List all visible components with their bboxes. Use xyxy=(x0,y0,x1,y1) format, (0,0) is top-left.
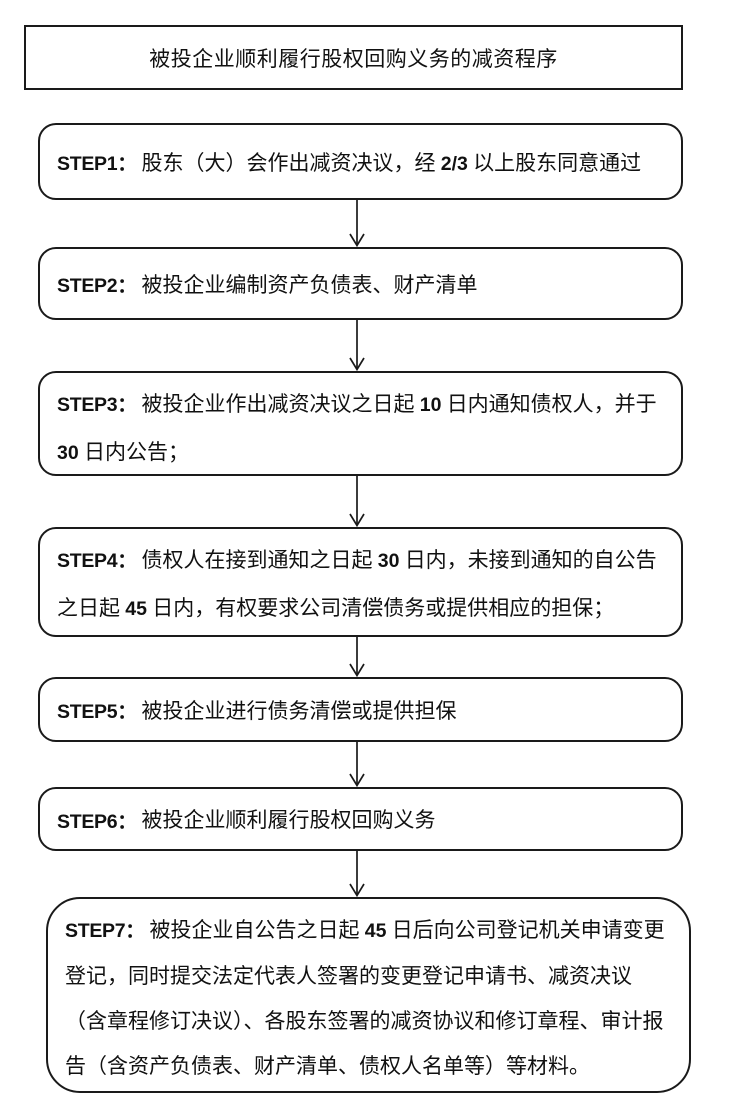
arrow-4 xyxy=(345,637,369,677)
step3-box: STEP3：被投企业作出减资决议之日起 10 日内通知债权人，并于 30 日内公… xyxy=(38,371,683,476)
arrow-down-icon xyxy=(349,637,365,677)
arrow-2 xyxy=(345,320,369,371)
step7-text: 被投企业自公告之日起 45 日后向公司登记机关申请变更登记，同时提交法定代表人签… xyxy=(65,918,665,1078)
step5-box: STEP5：被投企业进行债务清偿或提供担保 xyxy=(38,677,683,742)
step4-box: STEP4：债权人在接到通知之日起 30 日内，未接到通知的自公告之日起 45 … xyxy=(38,527,683,637)
arrow-6 xyxy=(345,851,369,897)
arrow-down-icon xyxy=(349,851,365,897)
step5-label: STEP5： xyxy=(57,701,137,723)
step6-box: STEP6：被投企业顺利履行股权回购义务 xyxy=(38,787,683,851)
step3-text: 被投企业作出减资决议之日起 10 日内通知债权人，并于 30 日内公告； xyxy=(57,392,657,464)
step2-text: 被投企业编制资产负债表、财产清单 xyxy=(141,272,478,297)
step6-label: STEP6： xyxy=(57,810,137,833)
title-box: 被投企业顺利履行股权回购义务的减资程序 xyxy=(24,25,683,90)
arrow-5 xyxy=(345,742,369,787)
arrow-down-icon xyxy=(349,476,365,527)
step1-box: STEP1：股东（大）会作出减资决议，经 2/3 以上股东同意通过 xyxy=(38,123,683,200)
step3-label: STEP3： xyxy=(57,394,137,416)
step7-label: STEP7： xyxy=(65,920,145,942)
arrow-down-icon xyxy=(349,320,365,371)
step1-label: STEP1： xyxy=(57,153,137,175)
step2-label: STEP2： xyxy=(57,275,137,297)
arrow-3 xyxy=(345,476,369,527)
step4-text: 债权人在接到通知之日起 30 日内，未接到通知的自公告之日起 45 日内，有权要… xyxy=(57,548,657,620)
step2-box: STEP2：被投企业编制资产负债表、财产清单 xyxy=(38,247,683,320)
step6-text: 被投企业顺利履行股权回购义务 xyxy=(141,808,436,832)
arrow-down-icon xyxy=(349,742,365,787)
flowchart-title: 被投企业顺利履行股权回购义务的减资程序 xyxy=(149,46,558,71)
step5-text: 被投企业进行债务清偿或提供担保 xyxy=(141,698,457,723)
step1-text: 股东（大）会作出减资决议，经 2/3 以上股东同意通过 xyxy=(141,150,642,175)
step4-label: STEP4： xyxy=(57,550,137,572)
arrow-1 xyxy=(345,200,369,247)
arrow-down-icon xyxy=(349,200,365,247)
step7-box: STEP7：被投企业自公告之日起 45 日后向公司登记机关申请变更登记，同时提交… xyxy=(46,897,691,1093)
